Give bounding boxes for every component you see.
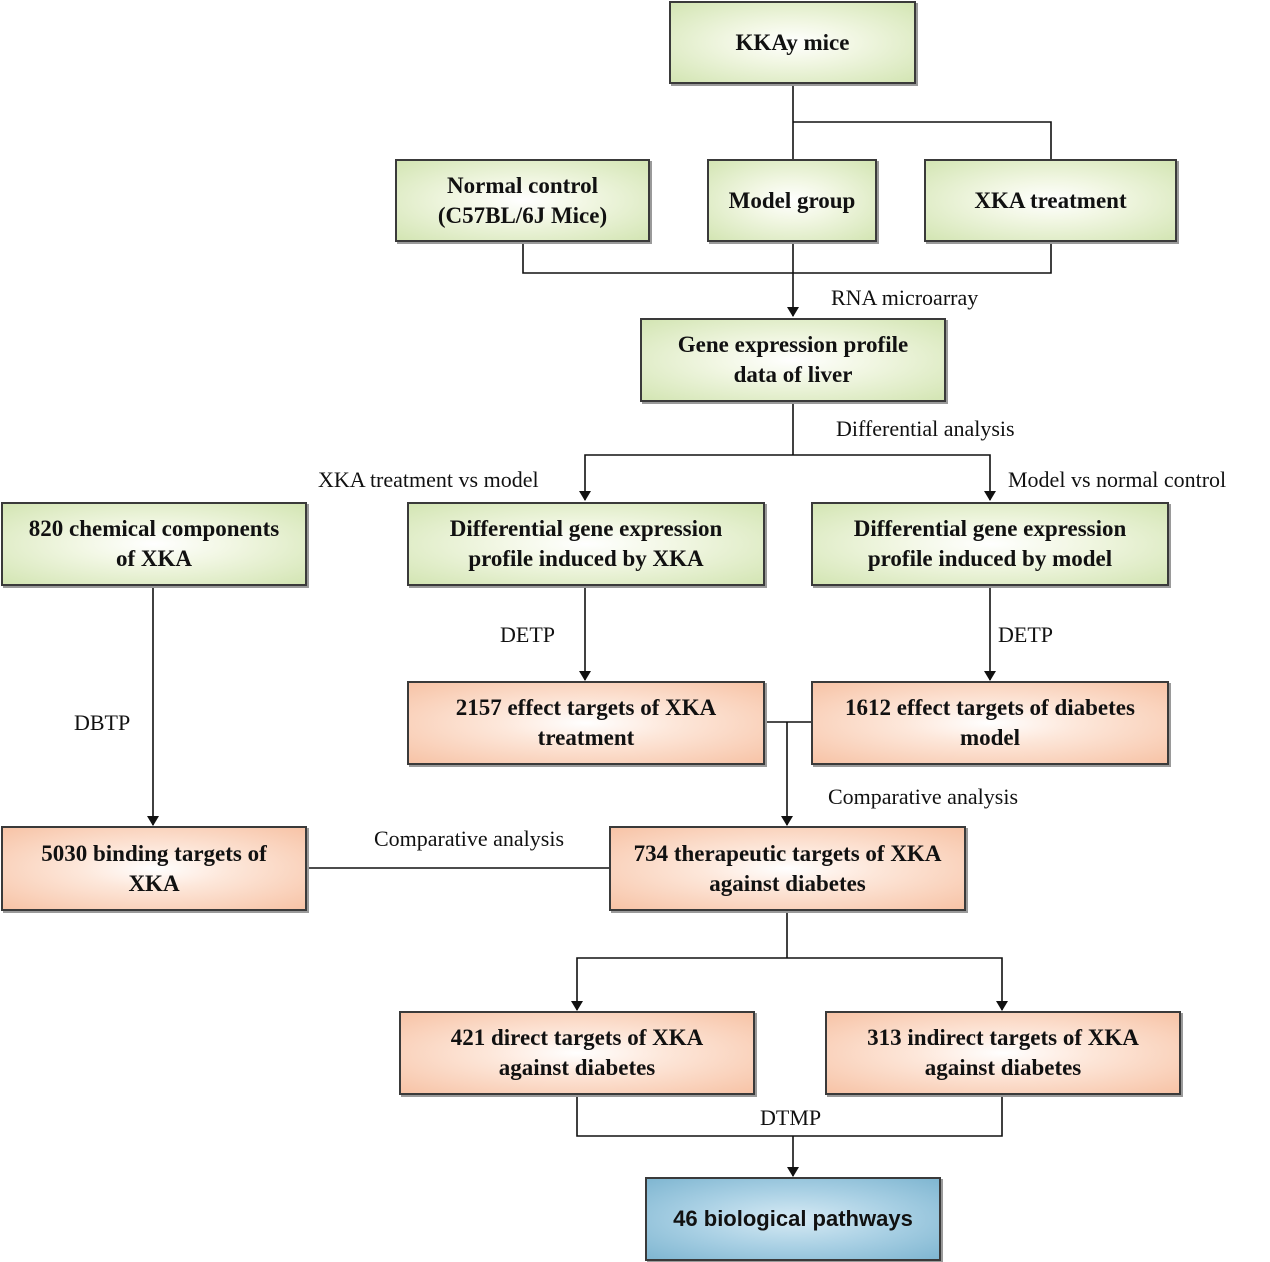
- node-binding-targets: 5030 binding targets of XKA: [1, 826, 307, 911]
- node-text: against diabetes: [498, 1055, 656, 1080]
- node-effect-targets-xka: 2157 effect targets of XKA treatment: [407, 681, 765, 765]
- edge-targets-merge: [576, 1094, 1003, 1137]
- edge-normal-merge: [522, 241, 1052, 274]
- node-text: model: [959, 725, 1021, 750]
- node-text: 820 chemical components: [28, 516, 280, 541]
- node-text: 313 indirect targets of XKA: [867, 1025, 1139, 1050]
- node-chemical-components: 820 chemical components of XKA: [1, 502, 307, 586]
- label-comparative-right: Comparative analysis: [828, 784, 1019, 809]
- edge-split-direct: [571, 957, 787, 1011]
- label-comparative-left: Comparative analysis: [374, 826, 565, 851]
- node-text: Model group: [728, 187, 856, 213]
- node-text: against diabetes: [924, 1055, 1082, 1080]
- edge-kkay-xka: [793, 121, 1052, 160]
- node-diff-profile-model: Differential gene expression profile ind…: [811, 502, 1169, 586]
- node-text: XKA treatment: [974, 187, 1127, 213]
- node-text: 2157 effect targets of XKA: [455, 695, 717, 720]
- node-text: Differential gene expression: [853, 516, 1127, 541]
- edge-split-diffmodel: [793, 454, 996, 501]
- node-model-group: Model group: [707, 159, 877, 242]
- label-differential-analysis: Differential analysis: [836, 416, 1015, 441]
- node-text: Gene expression profile: [677, 332, 909, 357]
- node-indirect-targets: 313 indirect targets of XKA against diab…: [825, 1011, 1181, 1095]
- node-text: data of liver: [733, 362, 853, 387]
- node-text: XKA: [128, 870, 180, 896]
- node-text: against diabetes: [709, 870, 866, 896]
- label-dbtp: DBTP: [74, 710, 131, 735]
- label-detp-right: DETP: [998, 622, 1053, 647]
- label-xka-vs-model: XKA treatment vs model: [318, 467, 539, 492]
- node-text: Normal control: [447, 172, 598, 198]
- node-text: profile induced by model: [867, 546, 1113, 571]
- edge-split-diffxka: [579, 454, 793, 501]
- label-dtmp: DTMP: [760, 1105, 822, 1130]
- node-text: of XKA: [115, 546, 193, 571]
- node-xka-treatment: XKA treatment: [924, 159, 1177, 242]
- node-text: 1612 effect targets of diabetes: [845, 695, 1135, 720]
- node-text: (C57BL/6J Mice): [437, 202, 608, 228]
- node-text: 5030 binding targets of: [41, 840, 267, 866]
- node-diff-profile-xka: Differential gene expression profile ind…: [407, 502, 765, 586]
- node-text: profile induced by XKA: [468, 546, 704, 571]
- label-detp-left: DETP: [500, 622, 555, 647]
- node-text: 421 direct targets of XKA: [450, 1025, 704, 1050]
- node-gene-expression-profile: Gene expression profile data of liver: [640, 318, 946, 402]
- node-biological-pathways: 46 biological pathways: [645, 1177, 941, 1261]
- label-model-vs-normal: Model vs normal control: [1008, 467, 1227, 492]
- node-text: KKAy mice: [735, 29, 850, 55]
- node-normal-control: Normal control (C57BL/6J Mice): [395, 159, 650, 242]
- node-text: 46 biological pathways: [673, 1206, 913, 1231]
- label-rna-microarray: RNA microarray: [831, 285, 979, 310]
- node-effect-targets-diabetes: 1612 effect targets of diabetes model: [811, 681, 1169, 765]
- node-direct-targets: 421 direct targets of XKA against diabet…: [399, 1011, 755, 1095]
- node-text: 734 therapeutic targets of XKA: [633, 840, 942, 866]
- node-text: Differential gene expression: [449, 516, 723, 541]
- node-text: treatment: [537, 725, 635, 750]
- node-kkay-mice: KKAy mice: [669, 1, 916, 84]
- edge-split-indirect: [787, 957, 1008, 1011]
- node-therapeutic-targets: 734 therapeutic targets of XKA against d…: [609, 826, 966, 911]
